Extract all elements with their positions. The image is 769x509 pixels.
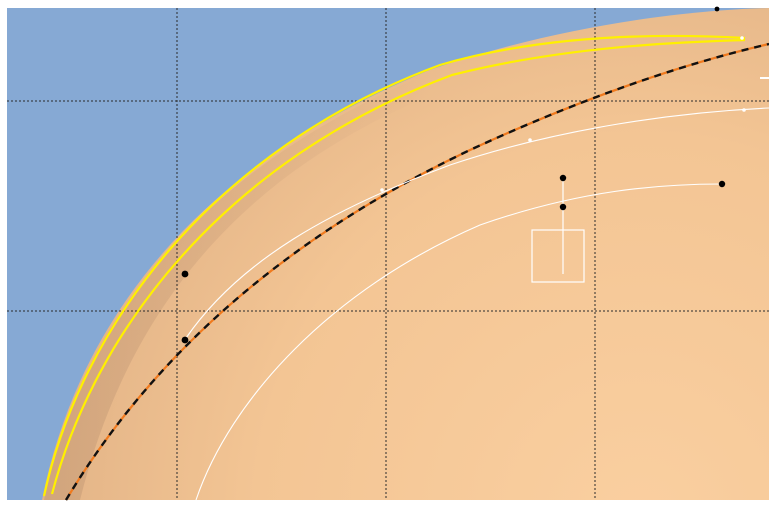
viewport-frame-top [0,0,769,8]
control-point-handle[interactable] [181,336,189,344]
viewport-grid [7,8,769,500]
manipulator-handle-bottom[interactable] [559,203,567,211]
control-point-handle[interactable] [714,6,720,12]
dashed-curve-black [64,42,769,501]
manipulator-box[interactable] [531,229,585,283]
highlighted-silhouette-curve[interactable] [42,34,746,497]
highlighted-inner-curve[interactable] [50,38,746,495]
sphere-surface[interactable] [42,8,769,500]
viewport-frame-bottom [0,500,769,509]
sphere-rim-shadow [44,72,432,500]
control-point-handle[interactable] [181,270,189,278]
construction-curve-upper[interactable] [185,107,769,339]
viewport-frame-left [0,0,7,509]
construction-curve-lower[interactable] [195,183,723,501]
manipulator-handle-top[interactable] [559,174,567,182]
control-point-handle[interactable] [718,180,726,188]
manipulator-widget[interactable] [531,174,585,283]
curve-vertices [380,36,746,192]
